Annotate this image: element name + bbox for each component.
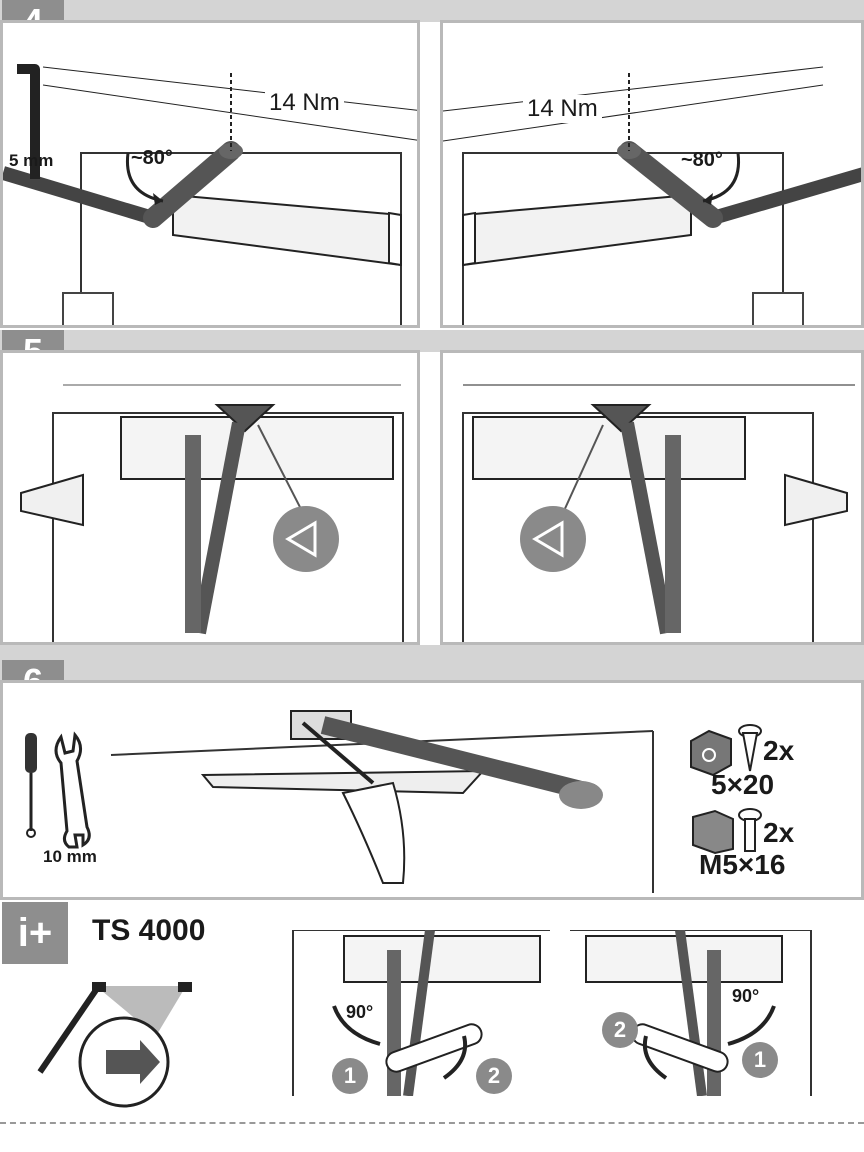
- arm-adjust-illustration: [294, 930, 550, 1096]
- screwdriver-icon: [25, 733, 37, 838]
- step-5-right-panel: [440, 350, 864, 645]
- torque-label-right: 14 Nm: [523, 95, 602, 123]
- metal-screw-size: M5×16: [699, 849, 786, 880]
- info-right-panel: 90° 2 1: [570, 930, 812, 1096]
- wood-screw-qty: 2x: [763, 735, 795, 766]
- info-title: TS 4000: [92, 914, 206, 947]
- info-plus-icon: i+: [2, 902, 68, 964]
- wrench-icon: [54, 731, 91, 849]
- info-right-badge-2: 2: [602, 1012, 638, 1048]
- closer-fitting-illustration: [3, 66, 417, 325]
- step-4-band: [0, 0, 864, 22]
- wood-screw-icon: [738, 724, 762, 772]
- door-opening-icon: [37, 982, 192, 1108]
- info-left-angle: 90°: [346, 1002, 374, 1022]
- metal-profile-icon: [692, 809, 734, 855]
- metal-screw-icon: [738, 808, 762, 852]
- info-right-angle: 90°: [732, 986, 760, 1006]
- angle-label-left: ~80°: [131, 147, 173, 169]
- torque-label-left: 14 Nm: [265, 89, 344, 117]
- page-bottom-divider: [0, 1122, 864, 1124]
- eye-icon-right: [520, 506, 586, 572]
- info-left-badge-1: 1: [332, 1058, 368, 1094]
- arm-adjust-illustration-mirrored: [570, 930, 810, 1096]
- closer-fitting-illustration-mirrored: [443, 66, 861, 325]
- info-left-panel: 90° 1 2: [292, 930, 550, 1096]
- info-left-badge-2: 2: [476, 1058, 512, 1094]
- step-5-band: [0, 330, 864, 352]
- angle-label-right: ~80°: [681, 149, 723, 171]
- hex-key-icon: [17, 64, 40, 179]
- arm-attachment-illustration: [110, 710, 654, 893]
- step-6-panel: 10 mm 2x 5×20 2x M5×16: [0, 680, 864, 900]
- step-4-right-panel: 14 Nm ~80°: [440, 20, 864, 328]
- step-5-left-panel: [0, 350, 420, 645]
- step-6-band: [0, 645, 864, 681]
- info-right-badge-1: 1: [742, 1042, 778, 1078]
- arm-alignment-illustration: [20, 384, 404, 642]
- wood-screw-size: 5×20: [711, 769, 775, 800]
- arm-alignment-illustration-mirrored: [462, 384, 855, 642]
- wrench-size-label: 10 mm: [43, 847, 97, 866]
- metal-screw-qty: 2x: [763, 817, 795, 848]
- wood-block-icon: [690, 729, 732, 777]
- step-4-left-panel: 5 mm 14 Nm ~80°: [0, 20, 420, 328]
- hex-key-size-label: 5 mm: [9, 151, 54, 170]
- eye-icon: [273, 506, 339, 572]
